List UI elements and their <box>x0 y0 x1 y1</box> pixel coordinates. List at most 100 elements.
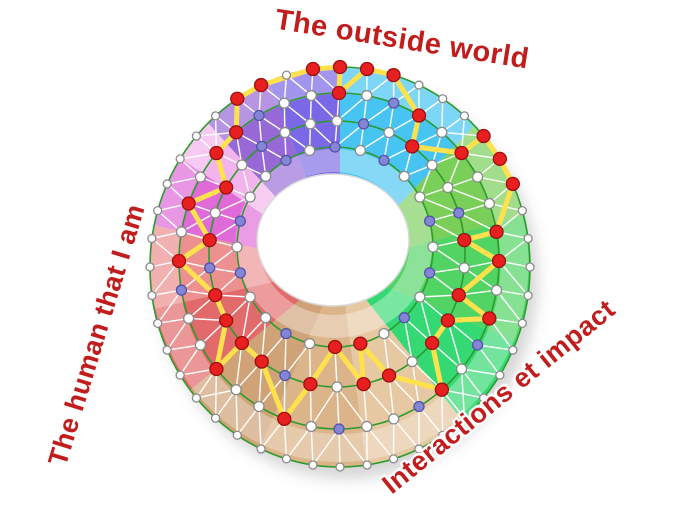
milestone-node[interactable] <box>489 224 504 239</box>
milestone-node[interactable] <box>208 287 223 303</box>
milestone-node[interactable] <box>209 145 224 161</box>
ring-node[interactable] <box>244 291 256 303</box>
ring-node[interactable] <box>280 327 292 340</box>
ring-node[interactable] <box>523 290 533 301</box>
ring-node[interactable] <box>182 312 195 325</box>
ring-node[interactable] <box>331 381 343 393</box>
ring-node[interactable] <box>281 454 292 464</box>
ring-node[interactable] <box>388 97 400 109</box>
ring-node[interactable] <box>260 312 272 324</box>
ring-node[interactable] <box>145 262 155 272</box>
ring-node[interactable] <box>209 207 221 219</box>
milestone-node[interactable] <box>476 128 491 144</box>
milestone-node[interactable] <box>305 61 321 77</box>
ring-node[interactable] <box>234 215 246 227</box>
ring-node[interactable] <box>175 284 188 296</box>
ring-node[interactable] <box>398 312 410 324</box>
ring-node[interactable] <box>523 233 533 244</box>
ring-node[interactable] <box>253 400 265 413</box>
ring-node[interactable] <box>147 233 157 244</box>
ring-node[interactable] <box>329 141 341 153</box>
ring-node[interactable] <box>427 241 439 253</box>
milestone-node[interactable] <box>491 253 507 269</box>
ring-node[interactable] <box>194 171 207 183</box>
ring-node[interactable] <box>517 318 527 328</box>
ring-node[interactable] <box>495 370 505 380</box>
ring-node[interactable] <box>194 339 207 351</box>
ring-node[interactable] <box>175 370 185 380</box>
milestone-node[interactable] <box>303 376 318 392</box>
ring-node[interactable] <box>210 111 221 121</box>
ring-node[interactable] <box>517 206 527 216</box>
milestone-node[interactable] <box>434 382 449 397</box>
milestone-node[interactable] <box>229 125 244 140</box>
ring-node[interactable] <box>260 170 272 182</box>
milestone-node[interactable] <box>353 336 368 351</box>
ring-node[interactable] <box>436 126 448 138</box>
milestone-node[interactable] <box>451 287 466 303</box>
milestone-node[interactable] <box>171 253 187 269</box>
ring-node[interactable] <box>361 89 373 102</box>
ring-node[interactable] <box>438 430 448 440</box>
milestone-node[interactable] <box>405 139 420 154</box>
ring-node[interactable] <box>335 462 345 472</box>
ring-node[interactable] <box>308 460 318 470</box>
milestone-node[interactable] <box>253 77 269 93</box>
ring-node[interactable] <box>378 154 390 167</box>
ring-node[interactable] <box>406 355 418 368</box>
milestone-node[interactable] <box>454 145 469 161</box>
milestone-node[interactable] <box>277 411 292 427</box>
ring-node[interactable] <box>230 384 242 396</box>
ring-node[interactable] <box>204 262 216 274</box>
ring-node[interactable] <box>453 207 465 219</box>
ring-node[interactable] <box>414 191 426 203</box>
ring-node[interactable] <box>354 144 367 157</box>
milestone-node[interactable] <box>209 361 224 377</box>
milestone-node[interactable] <box>332 59 348 75</box>
ring-node[interactable] <box>303 144 316 157</box>
ring-node[interactable] <box>244 191 256 203</box>
ring-node[interactable] <box>424 215 436 227</box>
sector-red-dark[interactable] <box>154 267 340 391</box>
milestone-node[interactable] <box>331 85 347 101</box>
ring-node[interactable] <box>256 140 268 153</box>
ring-node[interactable] <box>442 181 454 194</box>
milestone-node[interactable] <box>505 176 520 192</box>
milestone-node[interactable] <box>386 67 401 83</box>
milestone-node[interactable] <box>234 335 250 351</box>
ring-node[interactable] <box>153 206 163 216</box>
ring-node[interactable] <box>508 345 518 355</box>
ring-node[interactable] <box>281 70 292 80</box>
ring-node[interactable] <box>175 154 185 164</box>
ring-node[interactable] <box>378 327 390 340</box>
ring-node[interactable] <box>471 171 484 183</box>
ring-node[interactable] <box>253 109 265 122</box>
ring-node[interactable] <box>459 111 470 121</box>
ring-node[interactable] <box>357 118 370 130</box>
ring-node[interactable] <box>162 345 172 355</box>
ring-node[interactable] <box>388 454 399 464</box>
milestone-node[interactable] <box>424 335 440 351</box>
ring-node[interactable] <box>278 97 290 109</box>
ring-node[interactable] <box>414 80 424 90</box>
milestone-node[interactable] <box>440 313 456 328</box>
milestone-node[interactable] <box>411 108 427 123</box>
ring-node[interactable] <box>304 118 317 130</box>
milestone-node[interactable] <box>482 311 497 326</box>
milestone-node[interactable] <box>356 376 371 392</box>
milestone-node[interactable] <box>254 354 269 369</box>
ring-node[interactable] <box>388 413 400 425</box>
ring-node[interactable] <box>234 267 246 279</box>
milestone-node[interactable] <box>230 91 245 106</box>
milestone-node[interactable] <box>492 151 507 167</box>
milestone-node[interactable] <box>457 232 472 248</box>
ring-node[interactable] <box>361 420 373 433</box>
ring-node[interactable] <box>413 400 425 413</box>
ring-node[interactable] <box>455 363 468 375</box>
ring-node[interactable] <box>231 241 243 253</box>
milestone-node[interactable] <box>381 368 397 383</box>
ring-node[interactable] <box>305 420 317 433</box>
ring-node[interactable] <box>279 126 291 139</box>
ring-node[interactable] <box>191 131 202 141</box>
ring-node[interactable] <box>333 423 345 435</box>
